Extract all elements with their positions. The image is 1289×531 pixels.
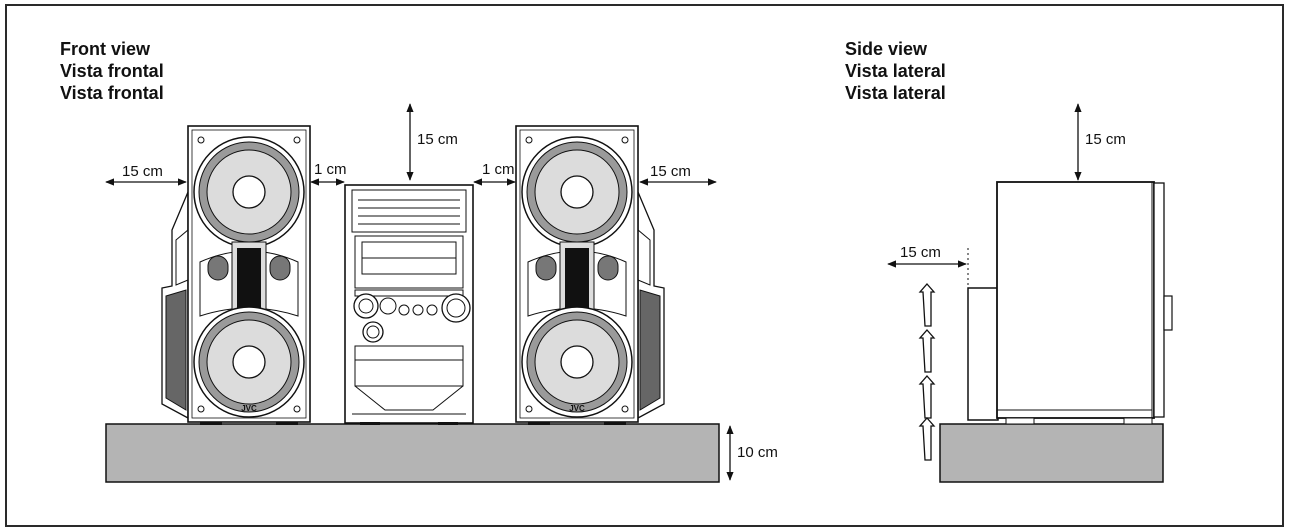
side-view-title-pt: Vista lateral xyxy=(845,83,946,103)
front-gap-left-label: 1 cm xyxy=(314,161,347,178)
front-top-clearance-label: 15 cm xyxy=(417,131,458,148)
front-left-clearance-label: 15 cm xyxy=(122,163,163,180)
right-speaker-brand: JVC xyxy=(569,404,585,413)
side-view-title: Side view xyxy=(845,39,928,59)
front-view-title: Front view xyxy=(60,39,151,59)
airflow-arrows xyxy=(918,283,936,461)
side-back-clearance-label: 15 cm xyxy=(900,244,941,261)
front-view-title-pt: Vista frontal xyxy=(60,83,164,103)
front-gap-right-label: 1 cm xyxy=(482,161,515,178)
left-speaker xyxy=(161,125,311,425)
side-shelf xyxy=(939,423,1164,483)
front-shelf-height-label: 10 cm xyxy=(737,444,778,461)
center-unit xyxy=(344,184,474,425)
side-unit xyxy=(967,181,1173,425)
side-view-title-es: Vista lateral xyxy=(845,61,946,81)
right-speaker xyxy=(515,125,665,425)
front-right-clearance-label: 15 cm xyxy=(650,163,691,180)
side-top-clearance-label: 15 cm xyxy=(1085,131,1126,148)
front-view-title-es: Vista frontal xyxy=(60,61,164,81)
left-speaker-brand: JVC xyxy=(241,404,257,413)
figure-frame xyxy=(5,4,1284,527)
front-shelf xyxy=(105,423,720,483)
